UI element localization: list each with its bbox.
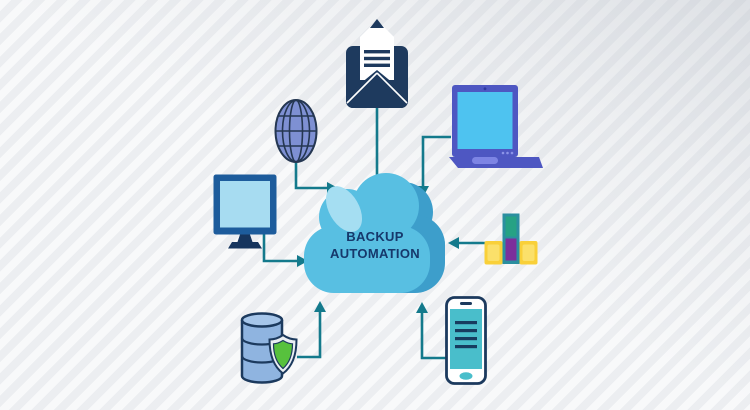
- smartphone-icon: [445, 296, 487, 385]
- email-envelope-icon: [346, 19, 408, 108]
- connector-blocks-to-cloud: [448, 237, 485, 249]
- email-node: [345, 10, 409, 110]
- database-security-node: [240, 310, 302, 390]
- desktop-monitor-icon: [213, 174, 277, 249]
- database-shield-icon: [240, 312, 298, 384]
- laptop-icon: [449, 85, 543, 168]
- storage-blocks-icon: [484, 213, 538, 265]
- laptop-node: [444, 85, 544, 171]
- smartphone-node: [445, 296, 487, 386]
- globe-node: [273, 98, 319, 164]
- connector-database-to-cloud: [297, 301, 326, 359]
- cloud-icon: [304, 173, 445, 293]
- storage-blocks-node: [484, 213, 538, 265]
- connector-desktop-to-cloud: [262, 234, 308, 267]
- globe-icon: [274, 99, 318, 163]
- cloud-label-line1: BACKUP: [346, 229, 404, 244]
- desktop-monitor-node: [212, 173, 280, 251]
- cloud-label: BACKUP AUTOMATION: [300, 228, 450, 262]
- connector-phone-to-cloud: [416, 302, 446, 360]
- cloud-label-line2: AUTOMATION: [330, 246, 420, 261]
- backup-automation-cloud: [300, 170, 450, 300]
